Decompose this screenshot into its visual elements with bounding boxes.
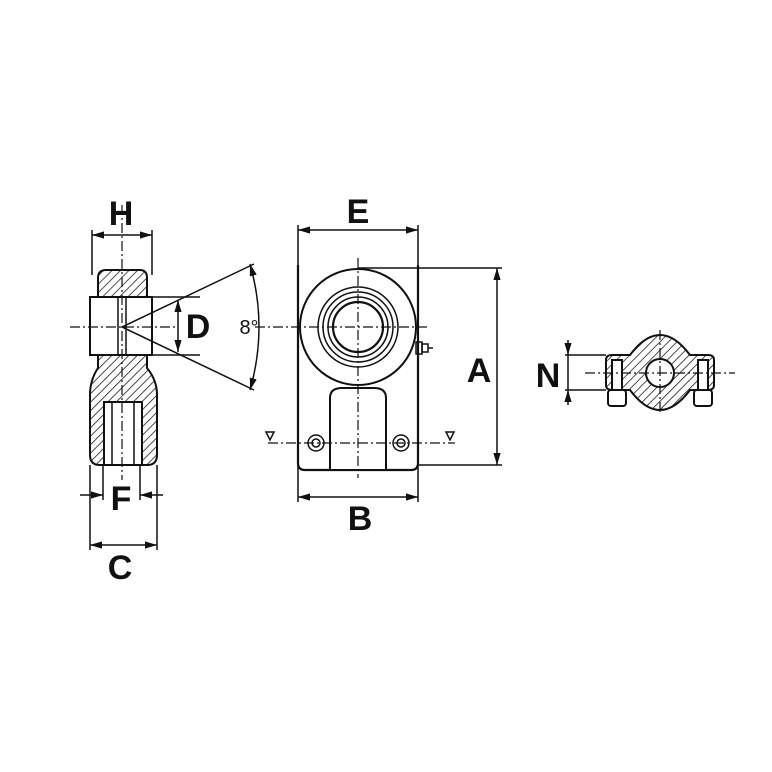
bolt-head-left <box>607 389 627 407</box>
label-e: E <box>347 193 370 231</box>
label-c: C <box>108 549 133 587</box>
weld-symbol-right-icon <box>444 431 456 442</box>
top-section-view: N <box>536 330 735 415</box>
side-view: H D 8° F C <box>70 195 260 587</box>
bolt-head-right <box>693 389 713 407</box>
label-n: N <box>536 357 561 395</box>
label-d: D <box>186 308 211 346</box>
spherical-ball <box>89 296 153 356</box>
label-h: H <box>109 195 134 233</box>
label-b: B <box>348 500 373 538</box>
label-f: F <box>111 480 132 518</box>
front-view: E A B <box>255 193 502 538</box>
weld-symbol-left-icon <box>264 431 276 442</box>
label-a: A <box>467 352 492 390</box>
grease-nipple-icon <box>415 341 433 355</box>
label-angle: 8° <box>239 317 258 339</box>
threaded-bore <box>103 401 143 466</box>
